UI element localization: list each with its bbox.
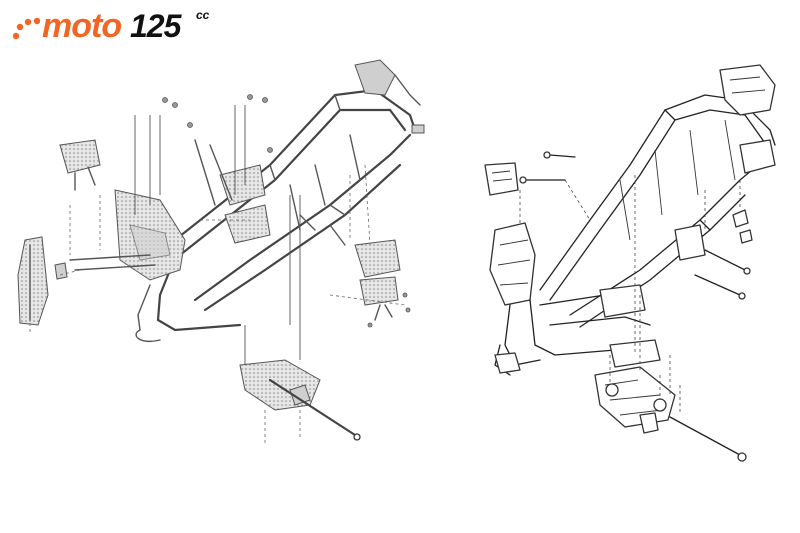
logo-unit-text: cc <box>196 8 210 22</box>
moto125-logo: moto 125 cc <box>10 6 230 46</box>
logo-dots-icon <box>12 17 40 40</box>
logo-brand-text: moto <box>42 7 122 45</box>
logo-number-text: 125 <box>130 8 181 44</box>
frame-exploded-view-line <box>484 64 776 462</box>
frame-exploded-view-grey <box>17 59 425 445</box>
